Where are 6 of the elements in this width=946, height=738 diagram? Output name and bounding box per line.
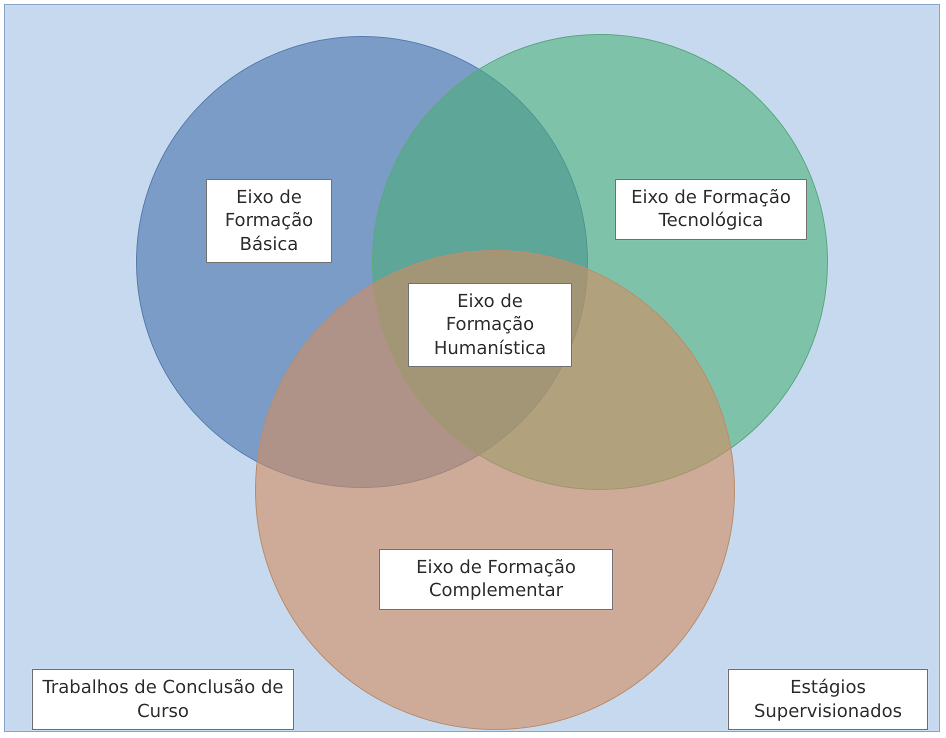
circle-label: Eixo de Formação Complementar <box>379 549 613 610</box>
text-box: Eixo de Formação Humanística <box>408 283 572 368</box>
text-box: Estágios Supervisionados <box>728 669 928 730</box>
text-box: Trabalhos de Conclusão de Curso <box>32 669 294 730</box>
circle-label: Eixo de Formação Básica <box>206 179 332 264</box>
circle-label: Eixo de Formação Tecnológica <box>615 179 807 240</box>
